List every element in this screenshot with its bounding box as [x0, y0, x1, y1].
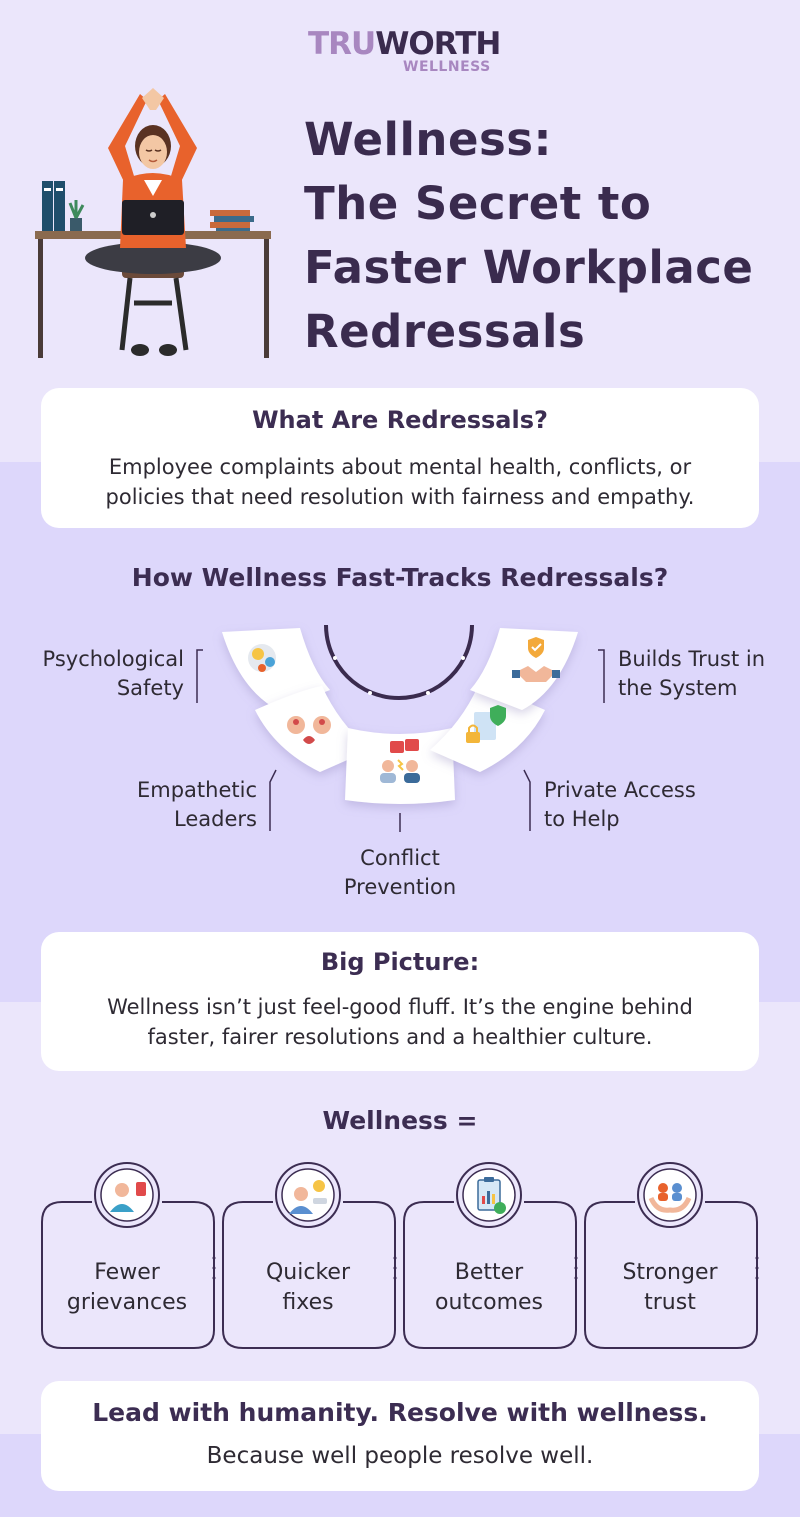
page-title: Wellness: The Secret to Faster Workplace… — [304, 108, 794, 364]
closing-heading: Lead with humanity. Resolve with wellnes… — [92, 1398, 708, 1427]
benefit-card-quicker-fixes: Quicker fixes — [221, 1158, 401, 1350]
closing-card: Lead with humanity. Resolve with wellnes… — [41, 1381, 759, 1491]
wellness-equation-title: Wellness = — [322, 1106, 478, 1135]
title-line-1: Wellness: — [304, 113, 553, 166]
handshake-shield-icon — [512, 637, 560, 682]
benefit-line-2: outcomes — [434, 1290, 543, 1315]
conflict-people-icon — [380, 739, 420, 783]
title-line-2: The Secret to — [304, 177, 652, 230]
benefit-card-fewer-grievances: Fewer grievances — [40, 1158, 220, 1350]
feature-text: Psychological — [42, 647, 184, 671]
logo-subtitle: WELLNESS — [403, 59, 491, 75]
what-are-redressals-card: What Are Redressals? Employee complaints… — [41, 388, 759, 528]
connector-empathy — [269, 769, 277, 831]
feature-text: to Help — [544, 807, 620, 831]
big-picture-line-2: faster, fairer resolutions and a healthi… — [147, 1025, 653, 1049]
what-line-1: Employee complaints about mental health,… — [108, 455, 692, 479]
closing-tagline: Because well people resolve well. — [206, 1443, 594, 1469]
benefit-card-frame — [403, 1162, 578, 1349]
title-line-3: Faster Workplace — [304, 241, 754, 294]
connector-psych — [196, 649, 203, 703]
feature-text: the System — [618, 676, 738, 700]
benefit-line-1: Better — [454, 1260, 524, 1285]
benefit-card-better-outcomes: Better outcomes — [402, 1158, 582, 1350]
benefit-text: Quicker fixes — [221, 1258, 395, 1318]
feature-text: Prevention — [343, 875, 457, 899]
benefit-card-frame — [41, 1162, 216, 1349]
what-line-2: policies that need resolution with fairn… — [105, 485, 695, 509]
feature-psychological-safety: Psychological Safety — [43, 645, 184, 703]
big-picture-card: Big Picture: Wellness isn’t just feel-go… — [41, 932, 759, 1071]
feature-text: Builds Trust in — [618, 647, 766, 671]
benefit-card-frame — [584, 1162, 759, 1349]
benefit-card-frame — [222, 1162, 397, 1349]
feature-text: Empathetic — [136, 778, 257, 802]
background-band-mid — [0, 462, 800, 1002]
feature-empathetic-leaders: Empathetic Leaders — [137, 776, 257, 834]
connector-private — [523, 769, 531, 831]
wellness-arc-diagram — [196, 624, 605, 832]
connector-trust — [598, 649, 605, 703]
brain-face-icon — [248, 644, 276, 672]
what-heading: What Are Redressals? — [252, 406, 548, 434]
logo-tru: TRU — [308, 26, 376, 62]
grievance-icon — [110, 1182, 146, 1212]
logo-worth: WORTH — [375, 26, 501, 62]
benefit-line-2: fixes — [282, 1290, 334, 1315]
title-line-4: Redressals — [304, 305, 586, 358]
feature-text: Private Access — [544, 778, 696, 802]
center-arc — [324, 624, 474, 700]
two-heads-heart-icon — [287, 716, 331, 744]
how-section-title: How Wellness Fast-Tracks Redressals? — [131, 563, 669, 592]
benefit-text: Better outcomes — [402, 1258, 576, 1318]
feature-conflict-prevention: Conflict Prevention — [300, 844, 500, 902]
benefit-line-2: trust — [644, 1290, 696, 1315]
benefit-line-1: Fewer — [94, 1260, 160, 1285]
benefit-line-2: grievances — [66, 1290, 188, 1315]
benefit-text: Fewer grievances — [40, 1258, 214, 1318]
hands-people-icon — [648, 1183, 692, 1213]
benefit-line-1: Quicker — [265, 1260, 350, 1285]
benefit-text: Stronger trust — [583, 1258, 757, 1318]
feature-text: Leaders — [174, 807, 257, 831]
tile-psychological-safety — [222, 628, 330, 710]
feature-text: Conflict — [360, 846, 440, 870]
feature-text: Safety — [116, 676, 184, 700]
feature-private-access: Private Access to Help — [544, 776, 696, 834]
tile-empathetic-leaders — [255, 686, 370, 772]
big-picture-heading: Big Picture: — [320, 948, 480, 976]
clipboard-chart-icon — [477, 1177, 506, 1214]
meditating-woman-illustration — [35, 88, 271, 358]
document-shield-lock-icon — [466, 705, 506, 743]
big-picture-line-1: Wellness isn’t just feel-good fluff. It’… — [107, 995, 693, 1019]
brand-logo: TRUWORTH WELLNESS — [308, 26, 501, 75]
benefit-card-stronger-trust: Stronger trust — [583, 1158, 763, 1350]
benefit-line-1: Stronger — [622, 1260, 718, 1285]
feature-builds-trust: Builds Trust in the System — [618, 645, 765, 703]
idea-person-icon — [289, 1180, 327, 1214]
